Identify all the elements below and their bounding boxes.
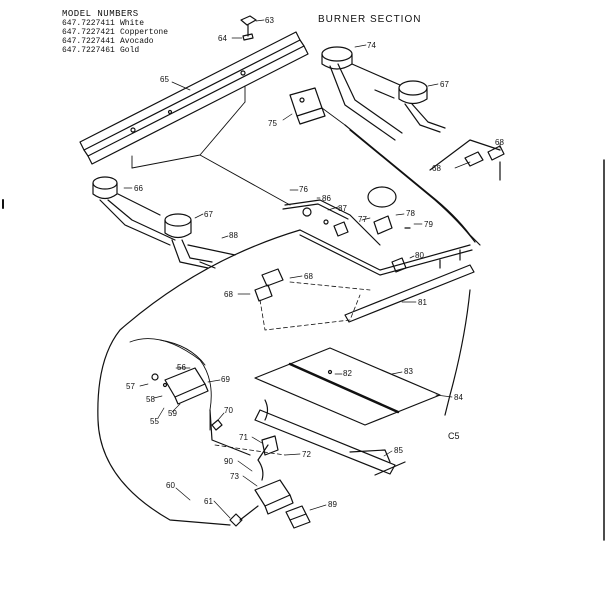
part-label-67: 67 [204,210,213,219]
part-label-71: 71 [239,433,248,442]
screw-63 [240,15,257,41]
burner-74 [321,46,403,141]
part-label-72: 72 [302,450,311,459]
part-label-57: 57 [126,382,135,391]
fittings-86-87 [302,207,349,237]
part-label-81: 81 [418,298,427,307]
orifice-68-lower [254,268,371,331]
leader-lines [123,19,501,519]
part-label-68: 68 [224,290,233,299]
top-bracket-65 [79,31,309,165]
model-numbers-title: MODEL NUMBERS [62,9,139,19]
part-label-65: 65 [160,75,169,84]
part-label-69: 69 [221,375,230,384]
part-label-77: 77 [358,215,367,224]
igniter-78 [367,186,411,235]
burner-67-upper [374,80,446,133]
part-label-90: 90 [224,457,233,466]
bracket-wires [131,85,291,206]
orifice-68-upper [464,145,505,181]
part-label-63: 63 [265,16,274,25]
part-label-58: 58 [146,395,155,404]
part-label-85: 85 [394,446,403,455]
part-label-88: 88 [229,231,238,240]
manifold-81 [344,249,475,323]
section-title: BURNER SECTION [318,14,422,25]
part-label-64: 64 [218,34,227,43]
part-label-59: 59 [168,409,177,418]
burner-66 [92,176,176,246]
part-label-68: 68 [432,164,441,173]
part-label-86: 86 [322,194,331,203]
corner-mark: C5 [448,431,460,441]
part-label-83: 83 [404,367,413,376]
part-labels: 63 64 65 74 67 75 68 68 66 76 86 87 78 7… [126,16,504,509]
edge-marks [2,159,605,541]
manifold-tube [299,124,501,276]
part-label-68: 68 [304,272,313,281]
part-label-55: 55 [150,417,159,426]
part-label-56: 56 [177,363,186,372]
part-label-67: 67 [440,80,449,89]
thermostat-55-59 [129,338,212,431]
part-label-75: 75 [268,119,277,128]
part-label-74: 74 [367,41,376,50]
oven-burner-85 [254,399,406,476]
part-label-82: 82 [343,369,352,378]
burner-tray-83 [254,347,441,426]
part-label-87: 87 [338,204,347,213]
part-label-84: 84 [454,393,463,402]
part-label-89: 89 [328,500,337,509]
part-label-60: 60 [166,481,175,490]
gas-line-84 [97,229,471,526]
part-label-76: 76 [299,185,308,194]
thermocouple-76 [282,199,381,246]
part-label-68: 68 [495,138,504,147]
clip-89 [285,505,311,529]
part-label-78: 78 [406,209,415,218]
burner-67-lower [164,213,236,269]
tube-60 [229,505,259,527]
part-label-79: 79 [424,220,433,229]
part-label-73: 73 [230,472,239,481]
safety-valve-73 [209,409,294,515]
part-label-70: 70 [224,406,233,415]
part-label-80: 80 [415,251,424,260]
part-label-66: 66 [134,184,143,193]
part-label-61: 61 [204,497,213,506]
valve-75 [289,87,346,126]
